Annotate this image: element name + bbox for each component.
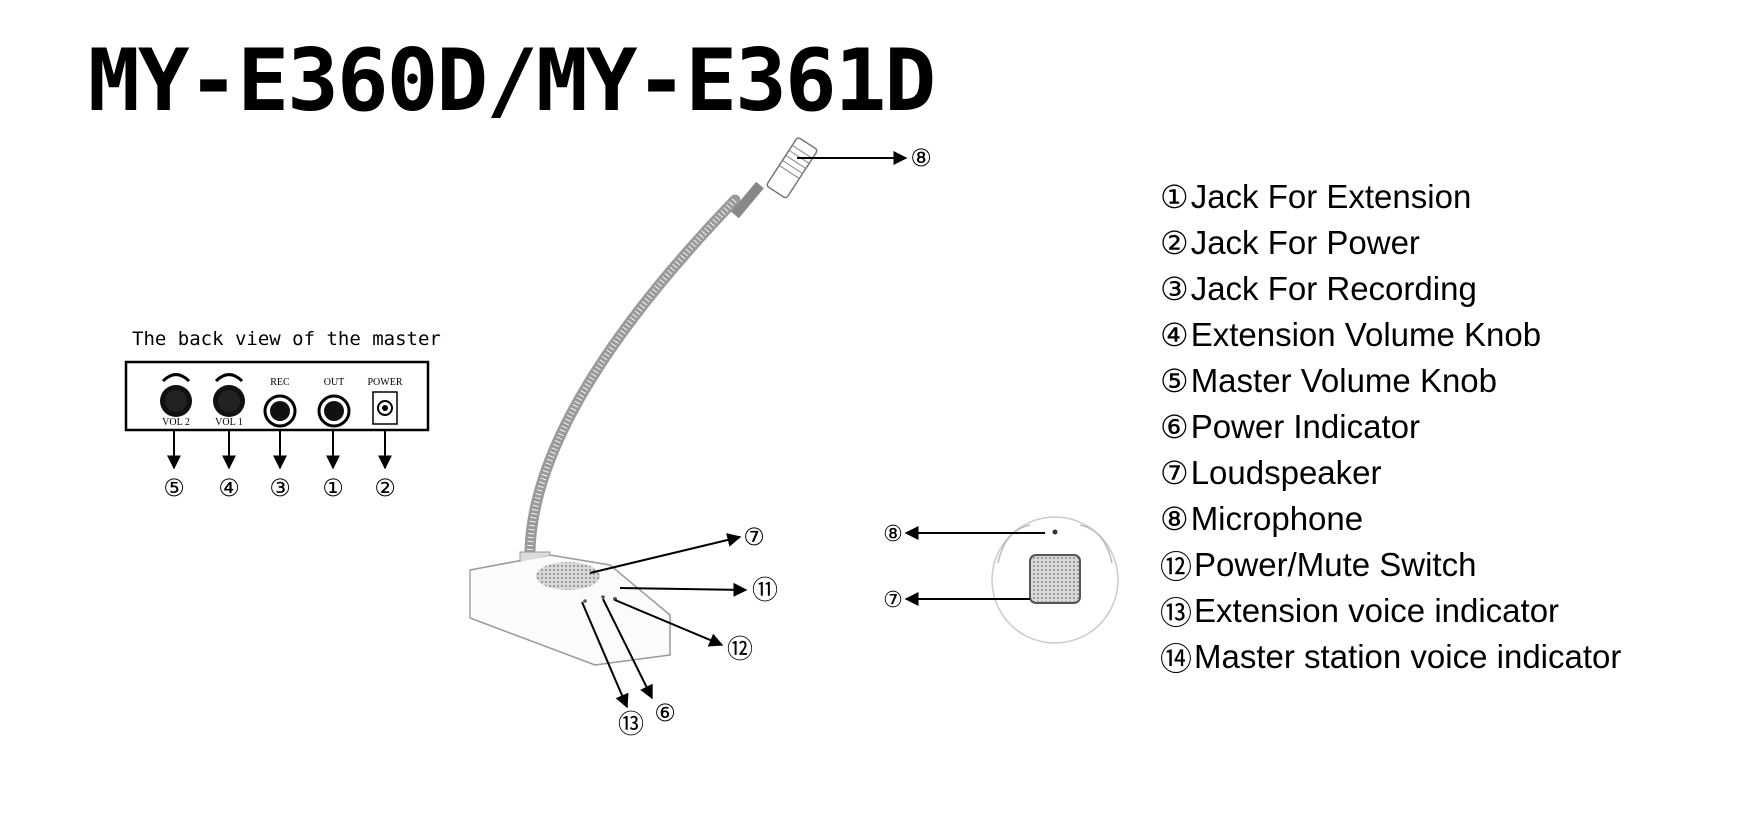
legend-item: ⑫ Power/Mute Switch <box>1160 543 1476 587</box>
callout-number: ⑪ <box>752 576 778 606</box>
jack-label: VOL 1 <box>215 417 243 428</box>
legend-item: ③ Jack For Recording <box>1160 267 1477 311</box>
recording-jack <box>263 394 297 428</box>
callout-number: ③ <box>269 474 291 502</box>
legend-text: Master Volume Knob <box>1190 362 1498 399</box>
legend-number: ⑧ <box>1160 500 1189 538</box>
callout-number: ⑦ <box>743 523 765 551</box>
microphone-station: ⑧ ⑦ ⑪ ⑫ ⑬ ⑥ <box>469 137 932 740</box>
legend-number: ⑤ <box>1160 362 1189 400</box>
callout-number: ⑦ <box>883 588 903 613</box>
speaker-grille <box>536 562 600 590</box>
top-view: ⑧ ⑦ <box>883 516 1119 644</box>
jack-label: REC <box>270 377 290 388</box>
legend-item: ⑧ Microphone <box>1160 497 1363 541</box>
legend-item: ⑬ Extension voice indicator <box>1160 589 1559 633</box>
legend-number: ② <box>1160 224 1189 262</box>
legend-item: ⑤ Master Volume Knob <box>1160 359 1497 403</box>
speaker-grille <box>1029 554 1081 604</box>
legend-text: Jack For Extension <box>1190 178 1472 215</box>
product-title: MY-E360D/MY-E361D <box>88 31 936 131</box>
legend-text: Jack For Power <box>1190 224 1420 261</box>
back-view-caption: The back view of the master <box>132 328 441 350</box>
gooseneck <box>524 194 741 556</box>
legend-number: ⑬ <box>1160 594 1193 632</box>
legend-number: ④ <box>1160 316 1189 354</box>
callout-number: ⑬ <box>618 710 644 740</box>
extension-volume-knob <box>213 373 245 417</box>
legend-number: ⑥ <box>1160 408 1189 446</box>
legend-text: Master station voice indicator <box>1194 638 1622 675</box>
legend-item: ⑦ Loudspeaker <box>1160 451 1382 495</box>
master-volume-knob <box>160 373 192 417</box>
legend-item: ② Jack For Power <box>1160 221 1420 265</box>
callout-number: ⑫ <box>727 635 753 665</box>
legend-text: Extension Volume Knob <box>1190 316 1542 353</box>
indicator-light <box>601 595 605 599</box>
callout-number: ② <box>374 474 396 502</box>
callout-number: ⑧ <box>883 522 903 547</box>
legend-number: ⑭ <box>1160 640 1193 678</box>
jack-label: OUT <box>324 377 345 388</box>
microphone-head <box>766 137 818 199</box>
legend-item: ① Jack For Extension <box>1160 175 1471 219</box>
power-jack <box>372 391 398 425</box>
legend-number: ① <box>1160 178 1189 216</box>
callout-number: ④ <box>218 474 240 502</box>
callout-number: ⑥ <box>654 699 676 727</box>
microphone-hole <box>1052 529 1058 535</box>
extension-jack <box>317 394 351 428</box>
legend-text: Power Indicator <box>1190 408 1420 445</box>
callout-number: ① <box>322 474 344 502</box>
legend-text: Jack For Recording <box>1190 270 1477 307</box>
indicator-light <box>583 599 587 603</box>
legend-item: ⑥ Power Indicator <box>1160 405 1420 449</box>
legend-text: Microphone <box>1190 500 1364 537</box>
jack-label: VOL 2 <box>162 417 190 428</box>
callout-number: ⑤ <box>163 474 185 502</box>
back-panel: VOL 2 VOL 1 REC OUT POWER ⑤ ④ ③ ① ② <box>124 360 430 502</box>
legend-text: Loudspeaker <box>1190 454 1382 491</box>
legend-text: Extension voice indicator <box>1194 592 1560 629</box>
legend-number: ⑫ <box>1160 548 1193 586</box>
callout-number: ⑧ <box>910 144 932 172</box>
legend-number: ⑦ <box>1160 454 1189 492</box>
legend-item: ⑭ Master station voice indicator <box>1160 635 1621 679</box>
legend-item: ④ Extension Volume Knob <box>1160 313 1541 357</box>
jack-label: POWER <box>368 377 403 388</box>
legend-number: ③ <box>1160 270 1189 308</box>
legend-text: Power/Mute Switch <box>1194 546 1477 583</box>
